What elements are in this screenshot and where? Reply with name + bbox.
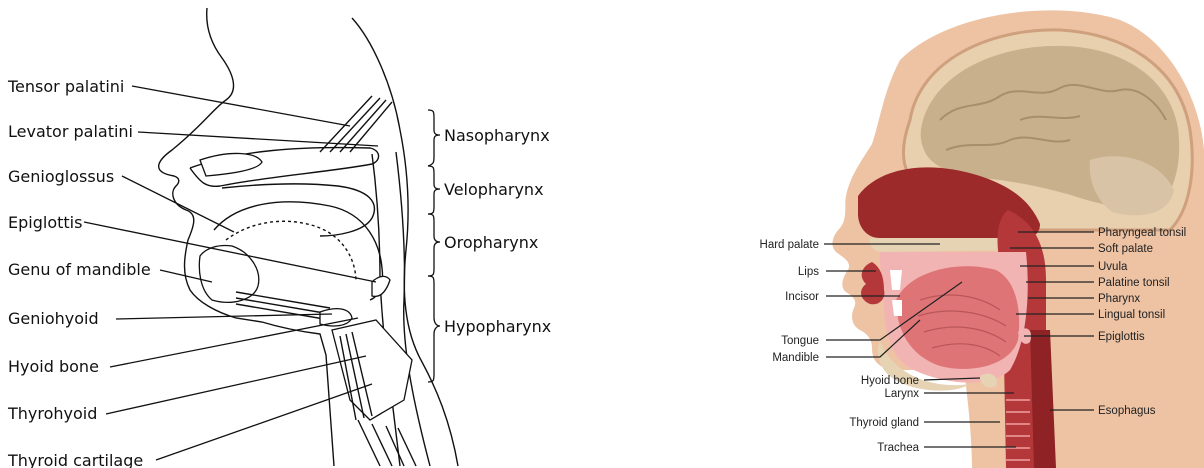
- label-hyoid-bone-right: Hyoid bone: [861, 375, 919, 387]
- label-epiglottis-right: Epiglottis: [1098, 331, 1145, 343]
- brace-oropharynx: [428, 214, 440, 276]
- leader-tensor-palatini: [132, 86, 350, 126]
- label-incisor: Incisor: [785, 291, 819, 303]
- brace-velopharynx: [428, 166, 440, 214]
- label-soft-palate: Soft palate: [1098, 243, 1153, 255]
- label-esophagus: Esophagus: [1098, 405, 1156, 417]
- label-tongue: Tongue: [781, 335, 819, 347]
- label-thyrohyoid: Thyrohyoid: [7, 404, 97, 423]
- label-trachea: Trachea: [877, 442, 919, 454]
- region-hypopharynx: Hypopharynx: [444, 317, 551, 336]
- leader-hyoid-bone: [110, 318, 358, 367]
- leader-geniohyoid: [116, 314, 332, 319]
- label-hyoid-bone: Hyoid bone: [8, 357, 99, 376]
- label-tensor-palatini: Tensor palatini: [7, 77, 124, 96]
- label-palatine-tonsil: Palatine tonsil: [1098, 277, 1170, 289]
- region-braces: Nasopharynx Velopharynx Oropharynx Hypop…: [428, 110, 551, 382]
- label-larynx: Larynx: [884, 388, 919, 400]
- leader-thyrohyoid: [106, 356, 366, 414]
- label-epiglottis: Epiglottis: [8, 213, 82, 232]
- label-hard-palate: Hard palate: [760, 239, 819, 251]
- label-uvula: Uvula: [1098, 261, 1128, 273]
- brace-hypopharynx: [428, 276, 440, 382]
- region-oropharynx: Oropharynx: [444, 233, 538, 252]
- label-geniohyoid: Geniohyoid: [8, 309, 99, 328]
- label-levator-palatini: Levator palatini: [8, 122, 133, 141]
- label-genu-of-mandible: Genu of mandible: [8, 260, 151, 279]
- label-lingual-tonsil: Lingual tonsil: [1098, 309, 1165, 321]
- label-pharyngeal-tonsil: Pharyngeal tonsil: [1098, 227, 1186, 239]
- label-thyroid-cartilage: Thyroid cartilage: [7, 451, 143, 468]
- brace-nasopharynx: [428, 110, 440, 166]
- region-velopharynx: Velopharynx: [444, 180, 544, 199]
- left-line-diagram: [159, 8, 458, 466]
- label-lips: Lips: [798, 266, 819, 278]
- region-nasopharynx: Nasopharynx: [444, 126, 550, 145]
- label-pharynx: Pharynx: [1098, 293, 1140, 305]
- label-mandible: Mandible: [772, 352, 819, 364]
- label-thyroid-gland: Thyroid gland: [849, 417, 919, 429]
- label-genioglossus: Genioglossus: [8, 167, 114, 186]
